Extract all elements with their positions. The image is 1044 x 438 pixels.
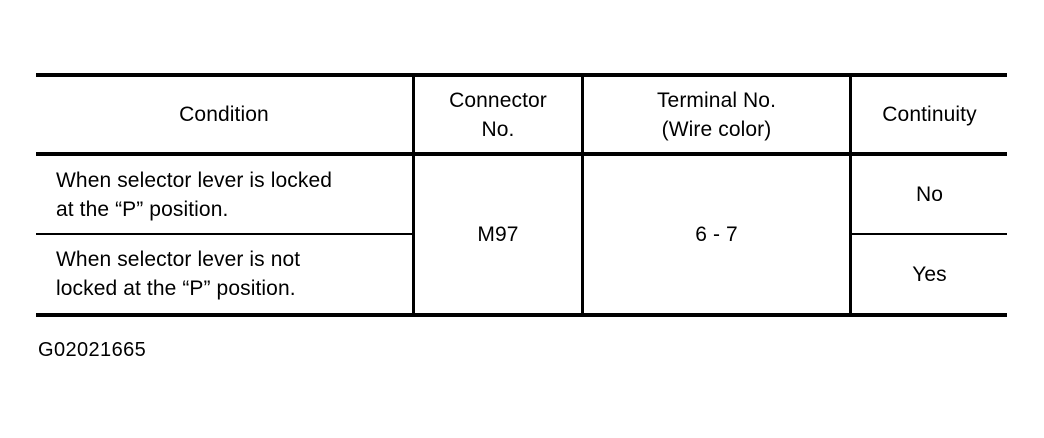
table-top-border [36, 73, 1007, 77]
column-divider-connector-terminal [581, 73, 584, 317]
table-header-separator [36, 152, 1007, 156]
header-cell-condition: Condition [36, 77, 412, 152]
cell-connector-no-value: M97 [477, 223, 519, 246]
continuity-row-divider [850, 233, 1007, 235]
table-row: When selector lever is not locked at the… [36, 235, 412, 313]
header-cell-connector-no: Connector No. [415, 77, 581, 152]
cell-continuity-value-1: No [915, 183, 944, 206]
header-label-condition: Condition [179, 103, 269, 126]
header-label-terminal-no: Terminal No. (Wire color) [656, 88, 777, 141]
condition-row-divider [36, 233, 413, 235]
column-divider-condition-connector [412, 73, 415, 317]
header-label-connector-no: Connector No. [449, 88, 547, 141]
cell-condition-row-1: When selector lever is locked at the “P”… [56, 168, 333, 221]
table-row: When selector lever is locked at the “P”… [36, 156, 412, 233]
continuity-inspection-table: Condition Connector No. Terminal No. (Wi… [36, 73, 1007, 317]
cell-continuity-row-1: No [852, 156, 1007, 233]
header-cell-continuity: Continuity [852, 77, 1007, 152]
header-cell-terminal-no: Terminal No. (Wire color) [584, 77, 849, 152]
cell-condition-row-2: When selector lever is not locked at the… [56, 248, 301, 300]
column-divider-terminal-continuity [849, 73, 852, 317]
figure-id-caption: G02021665 [38, 339, 147, 361]
cell-continuity-value-2: Yes [912, 262, 947, 286]
cell-connector-no-merged: M97 [415, 156, 581, 313]
cell-terminal-no-merged: 6 - 7 [584, 156, 849, 313]
table-bottom-border [36, 313, 1007, 317]
cell-continuity-row-2: Yes [852, 235, 1007, 313]
cell-terminal-no-value: 6 - 7 [695, 223, 738, 246]
header-label-continuity: Continuity [882, 103, 977, 126]
